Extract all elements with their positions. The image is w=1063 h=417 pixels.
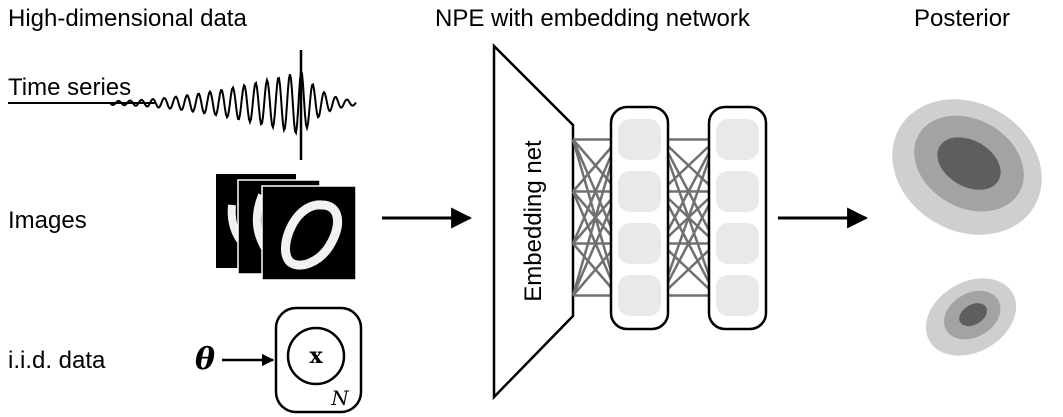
output-heading: Posterior <box>914 5 1010 32</box>
embedding-net-label: Embedding net <box>520 140 547 302</box>
posterior-large-inner <box>937 137 1001 190</box>
method-heading: NPE with embedding network <box>435 5 751 32</box>
time-series-signal <box>8 50 357 160</box>
plate <box>274 306 363 414</box>
images-label: Images <box>8 207 87 234</box>
input-heading: High-dimensional data <box>8 5 247 32</box>
network-node <box>716 223 759 264</box>
posterior-large-mode <box>892 99 1042 235</box>
network-layer-2 <box>707 105 768 331</box>
network-layer-1 <box>609 105 670 331</box>
network-edge <box>659 190 718 297</box>
network-edge <box>660 242 717 297</box>
network-node <box>618 119 661 160</box>
network-edge <box>659 138 718 245</box>
network-node <box>618 275 661 316</box>
network-edge <box>660 138 717 193</box>
network-node <box>618 171 661 212</box>
network-node <box>618 223 661 264</box>
theta-symbol: θ <box>195 342 215 377</box>
posterior-small-mode <box>925 278 1017 356</box>
image-stack <box>216 174 357 281</box>
network-node <box>716 171 759 212</box>
image-front-digit-zero <box>261 185 357 281</box>
embedding-net-block <box>492 42 575 401</box>
time-series-label: Time series <box>8 74 131 101</box>
network-node <box>716 275 759 316</box>
network-edge <box>659 139 718 296</box>
posterior-small-inner <box>959 303 988 327</box>
iid-label: i.i.d. data <box>8 347 106 374</box>
observation-node <box>286 326 346 386</box>
network-node <box>716 119 759 160</box>
plate-count-symbol: N <box>330 386 350 410</box>
network-layers <box>609 105 768 331</box>
x-symbol: x <box>309 343 323 369</box>
time-series-wave <box>109 69 357 136</box>
